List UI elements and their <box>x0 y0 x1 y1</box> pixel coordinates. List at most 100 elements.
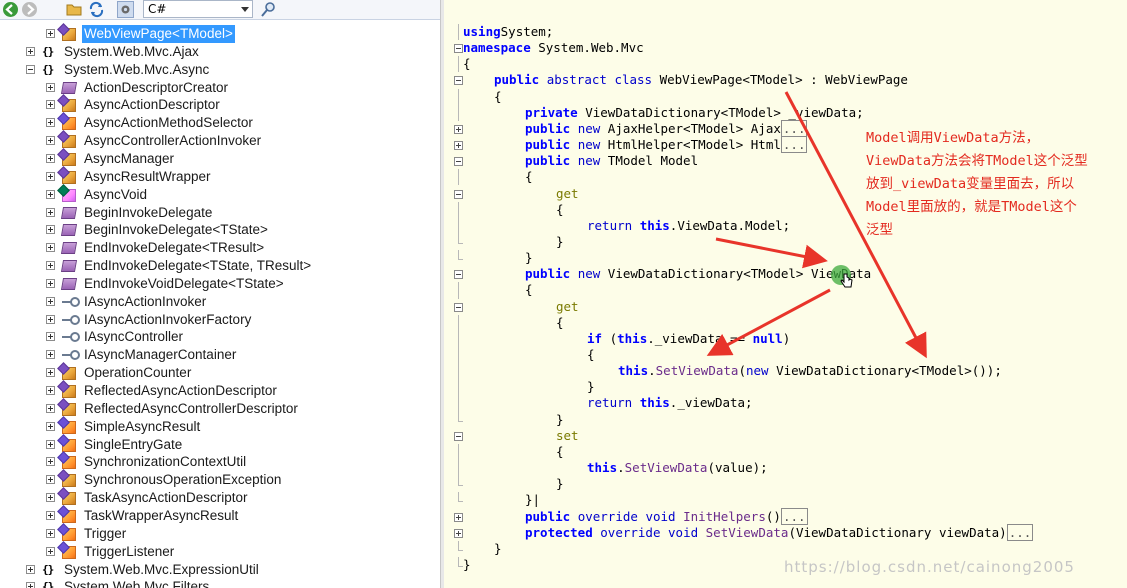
refresh-button[interactable] <box>88 1 105 18</box>
expand-icon[interactable] <box>46 225 55 235</box>
tree-node-label: ActionDescriptorCreator <box>84 79 229 95</box>
tree-node-label: IAsyncManagerContainer <box>84 347 237 363</box>
expand-icon[interactable] <box>46 153 55 163</box>
code-line: this.SetViewData(value); <box>587 460 768 476</box>
collapsed-region[interactable]: ... <box>1006 523 1034 541</box>
code-token: WebViewPage<TModel> : WebViewPage <box>652 72 908 88</box>
assembly-tree[interactable]: WebViewPage<TModel>{}System.Web.Mvc.Ajax… <box>0 22 440 588</box>
collapsed-region[interactable]: ... <box>780 136 808 154</box>
collapse-region-icon[interactable] <box>454 302 463 312</box>
chevron-down-icon <box>241 7 249 12</box>
expand-region-icon[interactable] <box>454 528 463 538</box>
expand-region-icon[interactable] <box>454 512 463 522</box>
fold-guide-line <box>458 233 459 243</box>
expand-icon[interactable] <box>46 100 55 110</box>
expand-icon[interactable] <box>46 29 55 38</box>
code-line: { <box>494 89 502 105</box>
code-token: { <box>525 282 533 298</box>
fold-guide-end <box>458 565 463 567</box>
search-button[interactable] <box>260 1 277 18</box>
expand-icon[interactable] <box>46 82 55 92</box>
tree-node-label: ReflectedAsyncActionDescriptor <box>84 383 277 398</box>
mouse-cursor-highlight <box>831 265 853 288</box>
fold-guide-end <box>458 420 463 422</box>
collapse-region-icon[interactable] <box>454 270 463 280</box>
collapsed-region[interactable]: ... <box>780 119 808 137</box>
expand-icon[interactable] <box>46 243 55 253</box>
code-token: class <box>614 72 653 88</box>
collapse-region-icon[interactable] <box>454 431 463 441</box>
expand-icon[interactable] <box>46 403 55 413</box>
expand-icon[interactable] <box>26 564 35 574</box>
code-token: { <box>556 443 564 459</box>
open-button[interactable] <box>66 1 83 18</box>
code-line: protected override void SetViewData(View… <box>525 523 1034 541</box>
code-token: AjaxHelper<TModel> Ajax <box>600 120 781 136</box>
expand-icon[interactable] <box>46 457 55 467</box>
code-line: public new ViewDataDictionary<TModel> Vi… <box>525 266 871 282</box>
expand-icon[interactable] <box>46 528 55 538</box>
tree-node-label: System.Web.Mvc.Async <box>64 61 210 77</box>
namespace-icon: {} <box>42 562 54 576</box>
code-token: () <box>765 508 781 524</box>
forward-button[interactable] <box>21 1 38 18</box>
class-icon <box>62 28 76 41</box>
collapse-region-icon[interactable] <box>454 189 463 199</box>
settings-button[interactable] <box>117 1 134 18</box>
fold-guide-line <box>458 88 459 105</box>
back-button[interactable] <box>2 1 19 18</box>
fold-guide-end <box>458 485 463 487</box>
collapsed-region[interactable]: ... <box>780 507 808 525</box>
expand-icon[interactable] <box>46 368 55 378</box>
expand-icon[interactable] <box>46 421 55 431</box>
code-line: private ViewDataDictionary<TModel> _view… <box>525 105 864 121</box>
language-value: C# <box>148 2 167 16</box>
tree-node-label: AsyncActionDescriptor <box>84 97 220 113</box>
collapse-region-icon[interactable] <box>454 76 463 86</box>
tree-node-label: BeginInvokeDelegate <box>84 204 213 220</box>
code-token: public <box>525 137 571 153</box>
expand-region-icon[interactable] <box>454 141 463 151</box>
language-select[interactable]: C# <box>143 0 253 18</box>
expand-icon[interactable] <box>46 118 55 128</box>
pane-splitter[interactable] <box>440 0 444 588</box>
fold-guide-line <box>458 540 459 550</box>
tree-node-label: IAsyncActionInvoker <box>84 293 207 309</box>
code-token: { <box>556 314 564 330</box>
sealed-class-icon <box>62 117 76 131</box>
expand-icon[interactable] <box>46 332 55 342</box>
expand-region-icon[interactable] <box>454 124 463 134</box>
expand-icon[interactable] <box>46 475 55 485</box>
expand-icon[interactable] <box>46 296 55 306</box>
code-token: ) <box>782 330 791 346</box>
collapse-region-icon[interactable] <box>454 44 463 54</box>
collapse-icon[interactable] <box>26 64 35 74</box>
fold-guide-line <box>458 476 459 486</box>
refresh-icon <box>89 1 104 18</box>
expand-icon[interactable] <box>46 136 55 146</box>
expand-icon[interactable] <box>46 189 55 199</box>
code-token: ( <box>738 363 746 379</box>
expand-icon[interactable] <box>46 510 55 520</box>
expand-icon[interactable] <box>46 314 55 324</box>
code-editor[interactable]: usingSystem;namespace System.Web.Mvc{pub… <box>444 0 1127 588</box>
delegate-icon <box>60 277 78 290</box>
expand-icon[interactable] <box>26 46 35 56</box>
expand-icon[interactable] <box>46 350 55 360</box>
expand-icon[interactable] <box>46 439 55 449</box>
code-line: namespace System.Web.Mvc <box>463 40 644 56</box>
tree-node-label: ReflectedAsyncControllerDescriptor <box>84 400 298 416</box>
expand-icon[interactable] <box>46 493 55 503</box>
expand-icon[interactable] <box>46 171 55 181</box>
expand-icon[interactable] <box>46 207 55 217</box>
expand-icon[interactable] <box>46 386 55 395</box>
expand-icon[interactable] <box>46 261 55 271</box>
expand-icon[interactable] <box>26 582 35 588</box>
collapse-region-icon[interactable] <box>454 157 463 167</box>
namespace-icon: {} <box>42 44 54 58</box>
expand-icon[interactable] <box>46 278 55 288</box>
tree-node-label: TriggerListener <box>84 543 175 559</box>
fold-guide-line <box>458 556 459 566</box>
expand-icon[interactable] <box>46 546 55 556</box>
annotation-text: Model调用ViewData方法，ViewData方法会将TModel这个泛型… <box>866 127 1127 242</box>
